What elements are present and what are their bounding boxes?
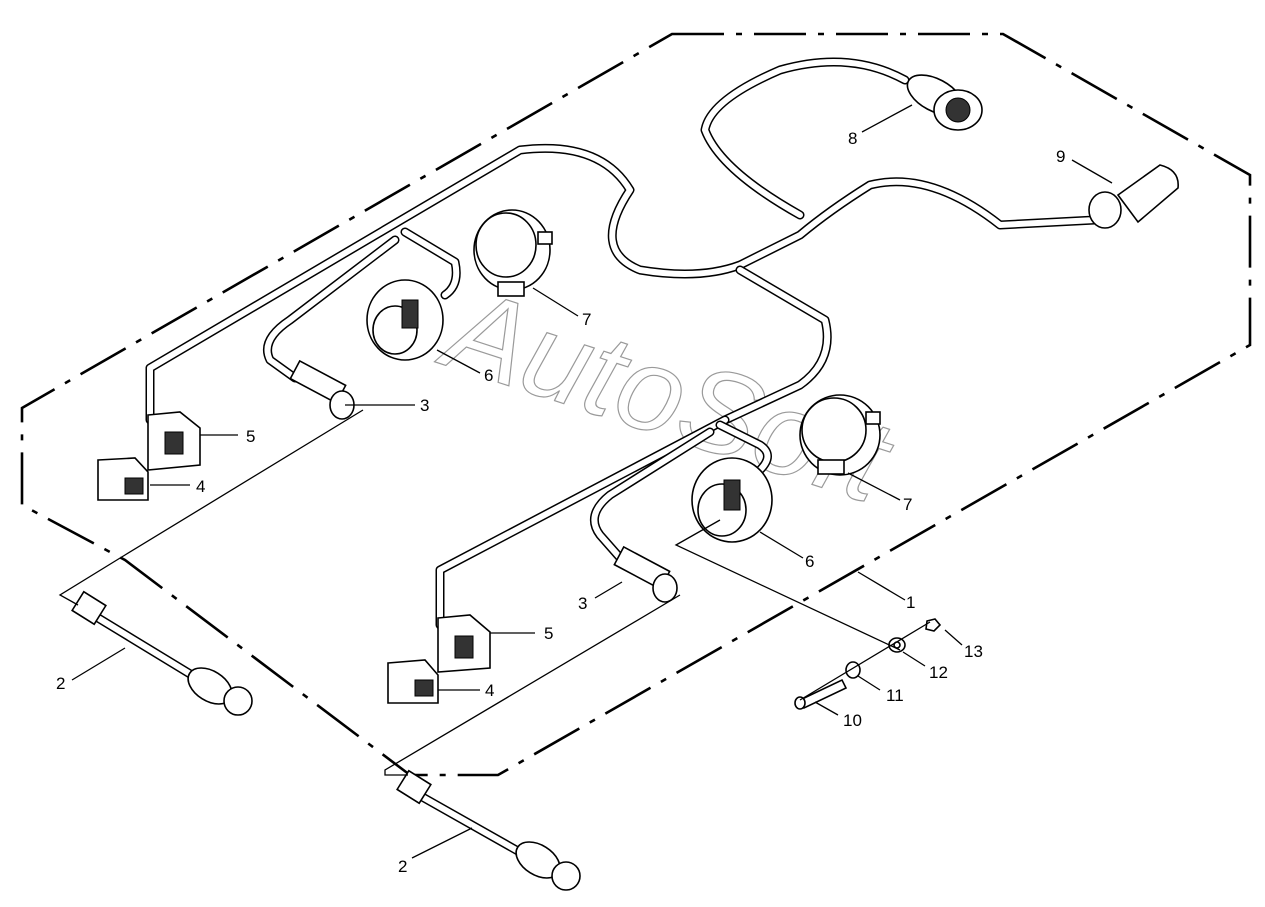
socket-lower (691, 457, 773, 543)
leader-lines (58, 104, 1113, 859)
fasteners (794, 618, 942, 710)
socket-upper (366, 279, 444, 361)
callout-11: 11 (886, 686, 904, 705)
callout-6-upper: 6 (484, 366, 493, 385)
connector-block-lower (387, 614, 491, 704)
callout-4-lower: 4 (485, 681, 494, 700)
round-connector-8 (906, 74, 983, 131)
socket-cover-upper (473, 209, 553, 297)
harness-cable (145, 57, 1100, 630)
callout-8: 8 (848, 129, 857, 148)
callout-3-upper: 3 (420, 396, 429, 415)
callout-1: 1 (906, 593, 915, 612)
callouts: 1 2 2 3 3 4 4 5 5 6 6 7 7 8 9 10 11 12 1… (56, 129, 1065, 876)
round-connector-9 (1088, 164, 1179, 229)
extension-cable-left (71, 590, 253, 716)
callout-7-lower: 7 (903, 495, 912, 514)
callout-3-lower: 3 (578, 594, 587, 613)
callout-12: 12 (929, 663, 948, 682)
assembly-boundary (20, 32, 1252, 777)
connector-block-upper (97, 411, 201, 501)
bullet-connector-lower (613, 545, 678, 603)
callout-9: 9 (1056, 147, 1065, 166)
socket-cover-lower (799, 394, 881, 476)
callout-7-upper: 7 (582, 310, 591, 329)
callout-10: 10 (843, 711, 862, 730)
callout-6-lower: 6 (805, 552, 814, 571)
extension-cable-bottom (396, 769, 581, 891)
callout-5-lower: 5 (544, 624, 553, 643)
callout-4-upper: 4 (196, 477, 205, 496)
callout-13: 13 (964, 642, 983, 661)
callout-2-bottom: 2 (398, 857, 407, 876)
bullet-connector-upper (289, 359, 355, 420)
callout-2-left: 2 (56, 674, 65, 693)
callout-5-upper: 5 (246, 427, 255, 446)
